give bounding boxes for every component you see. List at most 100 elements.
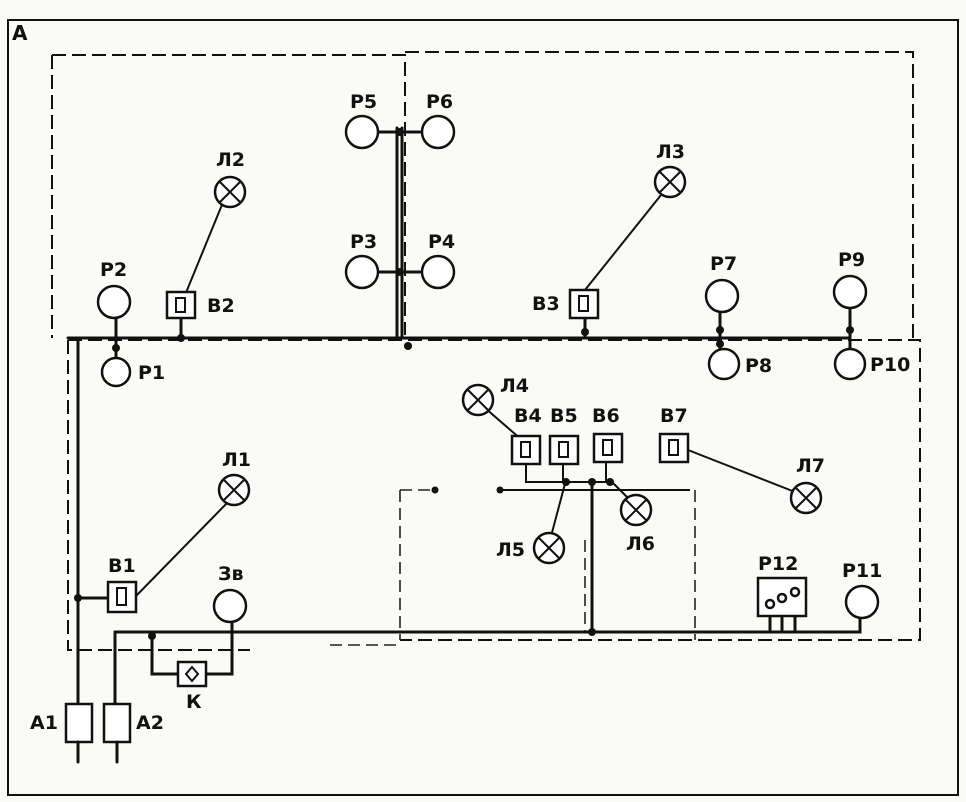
power-panel-r12-pin-2 [776, 592, 788, 604]
socket-r4-symbol [420, 254, 456, 290]
corridor-boundary [399, 489, 435, 640]
lamp-l6: Л6 [619, 493, 655, 555]
socket-r2-symbol [96, 284, 132, 320]
bell-button-loop-left [150, 634, 180, 676]
input-a1-label: А1 [30, 712, 58, 734]
junction-r3-r4 [396, 268, 404, 276]
switch-v2-inner [175, 297, 186, 313]
switch-v4-inner [520, 441, 531, 458]
switch-v1-label: В1 [108, 555, 136, 577]
socket-r9-symbol [832, 274, 868, 310]
socket-r4-label: Р4 [428, 231, 455, 253]
lamp-l7: Л7 [789, 455, 825, 515]
switch-v7-symbol [658, 432, 690, 464]
lamp-l6-cross [625, 499, 647, 521]
room-boundaries [51, 51, 921, 651]
switch-v1: В1 [106, 555, 138, 614]
diagram-frame [7, 19, 959, 796]
input-a2-symbol [102, 702, 132, 744]
lamp-l3: Л3 [653, 141, 687, 199]
lamp-l7-label: Л7 [796, 455, 825, 477]
junction-v3 [581, 328, 589, 336]
switch-v5-symbol [548, 434, 580, 466]
v2-l2-link [182, 194, 227, 301]
power-panel-r12-pin-3 [789, 586, 801, 598]
switch-v5: В5 [548, 405, 580, 466]
lamp-l5-cross [538, 537, 560, 559]
socket-r6-symbol [420, 114, 456, 150]
switch-v3-inner [578, 295, 589, 312]
socket-r8-symbol [707, 347, 741, 381]
socket-r5-label: Р5 [350, 91, 377, 113]
switch-v7-label: В7 [660, 405, 688, 427]
switch-v7-inner [668, 439, 679, 456]
switch-v6-symbol [592, 432, 624, 464]
power-panel-r12-pin-1 [764, 598, 776, 610]
bell: Зв [212, 563, 248, 624]
lamp-l5-label: Л5 [496, 539, 525, 561]
diagram-title: А [12, 21, 28, 45]
socket-r8-label: Р8 [745, 355, 772, 377]
lamp-l2-label: Л2 [216, 149, 245, 171]
switch-v4-label: В4 [514, 405, 542, 427]
switch-v6: В6 [592, 405, 624, 464]
socket-r1-symbol [100, 356, 132, 388]
lamp-l3-cross [659, 171, 681, 193]
junction-v1 [74, 594, 82, 602]
switch-v3-label: В3 [532, 293, 560, 315]
v4-v6-bus [525, 462, 610, 483]
socket-r2: Р2 [96, 259, 132, 320]
switch-v3-symbol [568, 288, 600, 320]
junction-v5 [562, 478, 570, 486]
socket-r1-label: Р1 [138, 362, 165, 384]
junction-r8 [716, 340, 724, 348]
lamp-l1-cross [223, 479, 245, 501]
switch-v2-symbol [165, 290, 197, 320]
power-panel-r12-label: Р12 [758, 553, 798, 575]
lamp-l6-label: Л6 [626, 533, 655, 555]
wiring [66, 126, 862, 712]
switch-v6-label: В6 [592, 405, 620, 427]
bell-label: Зв [218, 563, 244, 585]
junction-group [588, 478, 596, 486]
room-lower-boundary [68, 339, 921, 641]
socket-r6-label: Р6 [426, 91, 453, 113]
socket-r9-label: Р9 [838, 249, 865, 271]
socket-r9: Р9 [832, 249, 868, 310]
socket-r1: Р1 [100, 356, 165, 388]
lamp-l2-cross [219, 181, 241, 203]
socket-r3: Р3 [344, 231, 380, 290]
switch-v3: В3 [532, 288, 600, 320]
socket-r7-label: Р7 [710, 253, 737, 275]
socket-r5-symbol [344, 114, 380, 150]
socket-r10-symbol [833, 347, 867, 381]
junction-r9 [846, 326, 854, 334]
r11-tap [808, 616, 862, 634]
socket-r4: Р4 [420, 231, 456, 290]
lamp-l1-label: Л1 [222, 449, 251, 471]
junction-r5-r6 [396, 128, 404, 136]
room-upper-left-boundary [52, 54, 406, 335]
junction-v6 [606, 478, 614, 486]
junction-bell [148, 632, 156, 640]
switch-v5-label: В5 [550, 405, 578, 427]
socket-r6: Р6 [420, 91, 456, 150]
junction-bus-end [496, 486, 504, 494]
input-a2-label: А2 [136, 712, 164, 734]
bell-button-loop-right [204, 618, 234, 676]
v3-l3-link [584, 189, 666, 291]
socket-r2-label: Р2 [100, 259, 127, 281]
push-button-k-label: К [186, 691, 202, 713]
lamp-l5: Л5 [496, 531, 566, 565]
switch-v7: В7 [658, 405, 690, 464]
junction-riser [404, 342, 412, 350]
lamp-l7-cross [795, 487, 817, 509]
power-panel-r12: Р12 [756, 553, 808, 618]
v7-l7-link [687, 449, 796, 493]
input-a1: А1 [30, 702, 94, 764]
push-button-k: К [176, 660, 208, 713]
lamp-l4-cross [467, 389, 489, 411]
socket-r11-label: Р11 [842, 560, 882, 582]
